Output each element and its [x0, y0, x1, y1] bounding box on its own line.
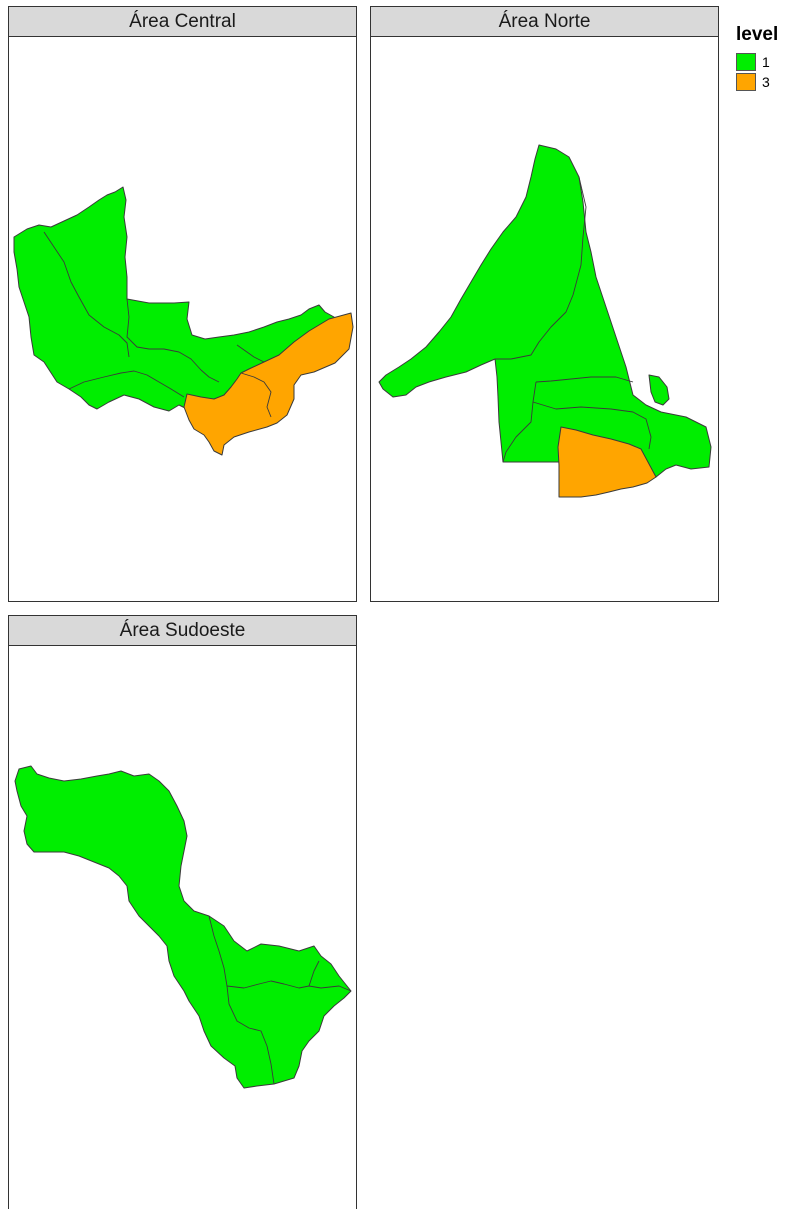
region-level-1-island: [648, 374, 670, 406]
region-boundary: [226, 980, 352, 992]
region-boundary: [532, 401, 652, 450]
facet-title: Área Sudoeste: [119, 619, 246, 641]
region-boundary: [535, 376, 634, 383]
facet-strip-area-norte: Área Norte: [370, 6, 719, 37]
region-boundary: [308, 960, 320, 987]
facet-strip-area-sudoeste: Área Sudoeste: [8, 615, 357, 646]
region-level-3: [557, 426, 657, 498]
region-boundary: [236, 344, 265, 363]
region-boundary: [240, 372, 272, 418]
legend-item-level-1: 1: [736, 52, 778, 72]
map-area-norte: [370, 36, 719, 602]
region-boundary: [208, 915, 275, 1085]
legend-swatch-level-3: [736, 73, 756, 91]
facet-strip-area-central: Área Central: [8, 6, 357, 37]
legend-swatch-level-1: [736, 53, 756, 71]
panel-area-sudoeste: Área Sudoeste: [8, 615, 357, 1209]
panel-area-central: Área Central: [8, 6, 357, 602]
region-level-1: [378, 144, 712, 480]
map-svg-norte: [378, 144, 712, 498]
region-level-3: [183, 312, 354, 456]
legend-item-level-3: 3: [736, 72, 778, 92]
panel-area-norte: Área Norte: [370, 6, 719, 602]
map-area-central: [8, 36, 357, 602]
facet-title: Área Central: [129, 10, 236, 32]
legend: level 1 3: [736, 24, 778, 92]
region-boundary: [43, 231, 130, 358]
region-boundary: [495, 176, 587, 360]
map-area-sudoeste: [8, 645, 357, 1209]
map-svg-sudoeste: [14, 765, 352, 1089]
map-svg-central: [13, 186, 354, 456]
legend-label: 1: [762, 54, 770, 70]
region-level-1: [14, 765, 352, 1089]
region-boundary: [126, 298, 220, 383]
facet-title: Área Norte: [498, 10, 591, 32]
region-boundary: [68, 370, 185, 398]
legend-title: level: [736, 24, 779, 45]
legend-label: 3: [762, 74, 770, 90]
region-boundary: [502, 381, 537, 463]
